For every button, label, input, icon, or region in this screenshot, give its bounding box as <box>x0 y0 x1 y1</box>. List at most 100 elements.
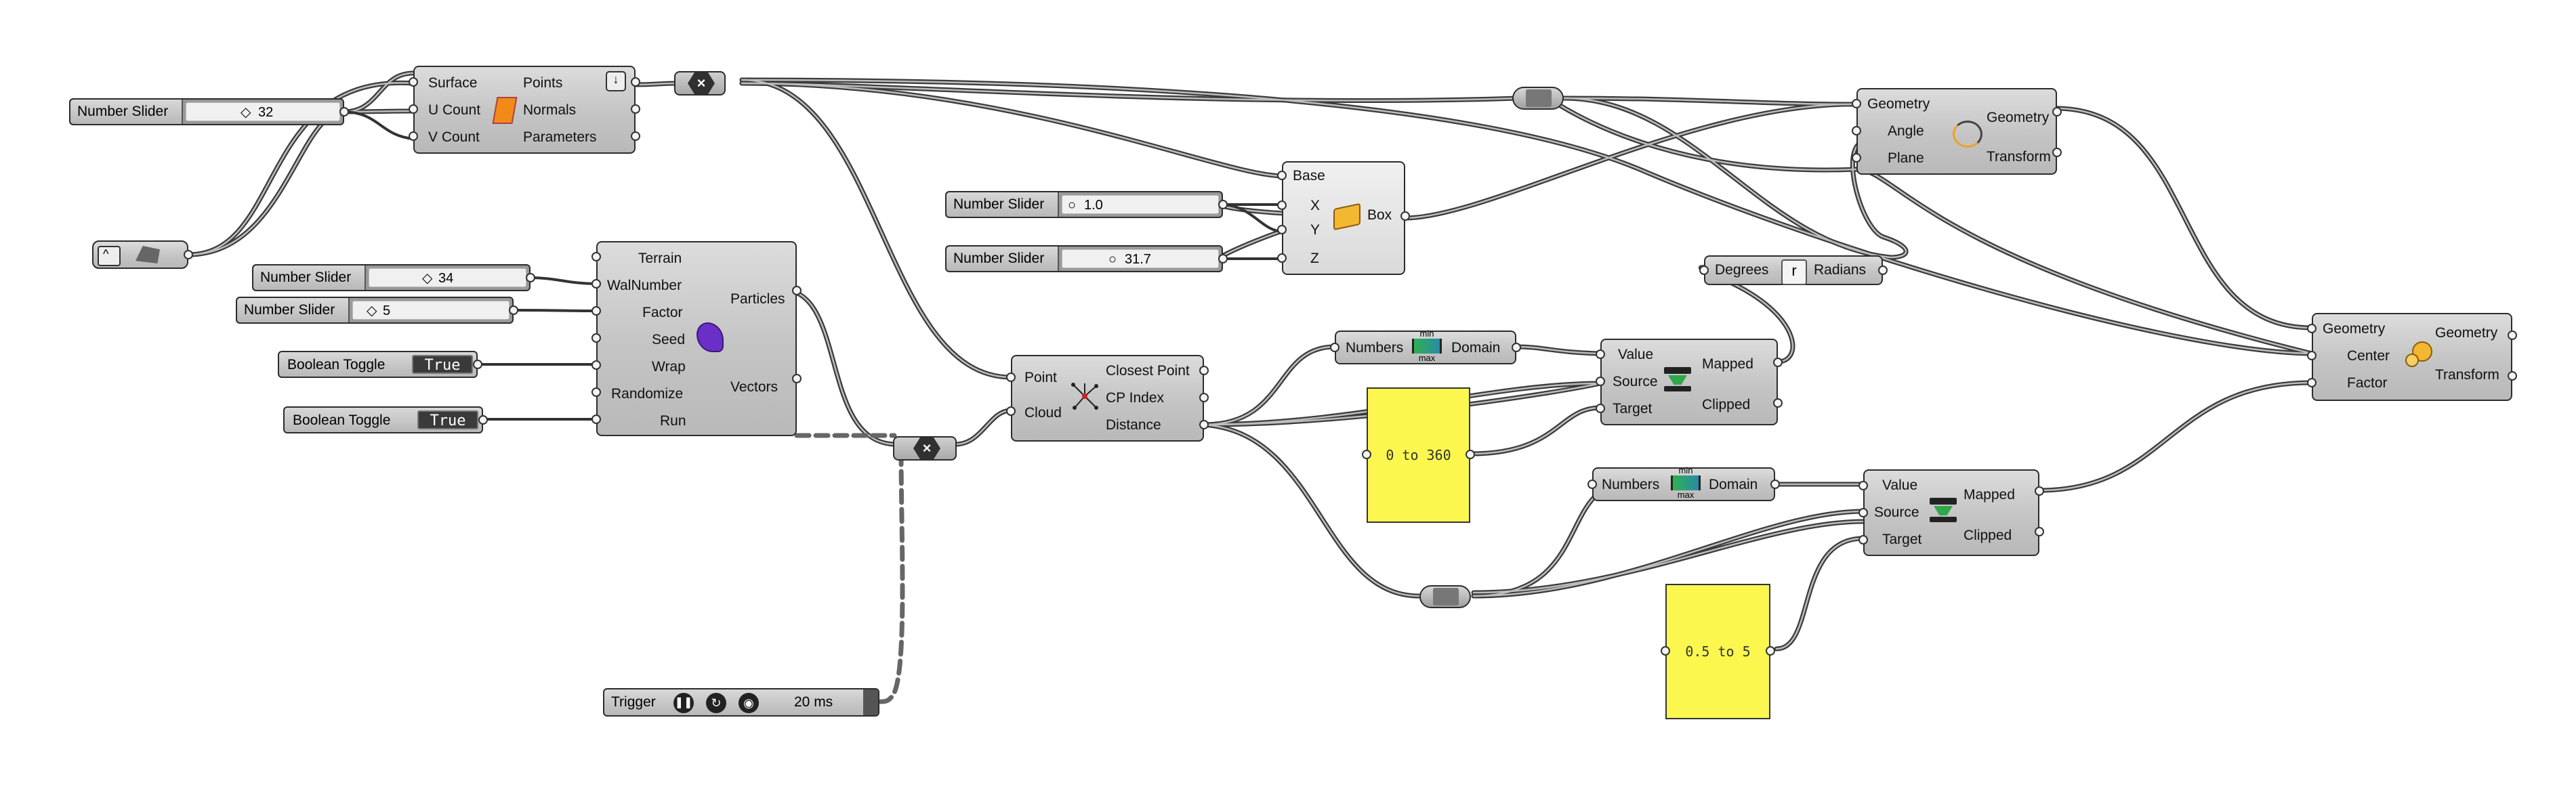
grip[interactable] <box>1773 398 1783 408</box>
grip[interactable] <box>409 104 418 114</box>
scale-component[interactable]: Geometry Center Factor Geometry Transfor… <box>2312 313 2512 401</box>
relay-capsule-bottom[interactable] <box>1419 585 1471 608</box>
grip[interactable] <box>2035 486 2044 496</box>
number-slider-box-z[interactable]: Number Slider ○ 31.7 <box>945 245 1223 272</box>
grip[interactable] <box>339 107 349 116</box>
closest-point-component[interactable]: Point Cloud Closest Point CP Index Dista… <box>1011 355 1204 442</box>
panel-domain-5[interactable]: 0.5 to 5 <box>1665 584 1770 719</box>
radians-component[interactable]: Degrees r Radians <box>1704 255 1883 285</box>
trigger-timer[interactable]: Trigger ❚❚ ↻ ◉ 20 ms <box>603 688 879 717</box>
toggle-value[interactable]: True <box>412 355 473 374</box>
bounds-component-2[interactable]: Numbers min max Domain <box>1592 466 1775 501</box>
boolean-toggle-wrap[interactable]: Boolean Toggle True <box>278 351 478 378</box>
grip[interactable] <box>1858 481 1868 490</box>
grip[interactable] <box>184 250 193 259</box>
grip[interactable] <box>1596 404 1605 413</box>
grip[interactable] <box>2307 324 2317 333</box>
relay-flatten-points[interactable]: × <box>674 71 726 95</box>
grip[interactable] <box>1199 420 1209 429</box>
grip[interactable] <box>2307 378 2317 387</box>
grip[interactable] <box>591 306 601 316</box>
grip[interactable] <box>473 360 482 369</box>
grip[interactable] <box>1852 153 1861 163</box>
grip[interactable] <box>2035 527 2044 536</box>
expand-icon[interactable]: ^ <box>98 246 121 266</box>
grip[interactable] <box>1400 211 1410 221</box>
grip[interactable] <box>2052 148 2062 157</box>
slider-rail[interactable]: ◇ 32 <box>186 102 340 121</box>
grip[interactable] <box>591 414 601 424</box>
grip[interactable] <box>631 131 640 141</box>
divide-surface-component[interactable]: Surface U Count V Count Points Normals P… <box>413 66 636 154</box>
relay-capsule-top[interactable] <box>1512 87 1564 110</box>
grip[interactable] <box>1512 343 1521 352</box>
slider-rail[interactable]: ◇ 5 <box>352 301 510 320</box>
grip[interactable] <box>409 77 418 87</box>
remap-component-1[interactable]: Value Source Target Mapped Clipped <box>1600 339 1778 425</box>
number-slider-factor[interactable]: Number Slider ◇ 5 <box>236 297 514 324</box>
flatten-icon[interactable]: ↓ <box>606 71 626 91</box>
grip[interactable] <box>631 77 640 87</box>
box-component[interactable]: Base X Y Z Box <box>1282 161 1405 275</box>
grip[interactable] <box>2052 107 2062 116</box>
grip[interactable] <box>2508 331 2517 340</box>
number-slider-ucount[interactable]: Number Slider ◇ 32 <box>69 98 344 125</box>
grip[interactable] <box>1699 265 1709 275</box>
grip[interactable] <box>2508 371 2517 381</box>
pause-icon[interactable]: ❚❚ <box>673 693 694 713</box>
grip[interactable] <box>1858 508 1868 517</box>
grip[interactable] <box>1277 171 1287 180</box>
relay-particles[interactable]: × <box>893 436 957 461</box>
grip[interactable] <box>1661 646 1670 656</box>
remap-component-2[interactable]: Value Source Target Mapped Clipped <box>1863 469 2039 556</box>
grip[interactable] <box>1218 254 1228 263</box>
grip[interactable] <box>1277 253 1287 263</box>
slider-rail[interactable]: ◇ 34 <box>369 268 526 287</box>
grip[interactable] <box>1277 225 1287 234</box>
grip[interactable] <box>1330 343 1339 352</box>
grip[interactable] <box>1006 373 1016 382</box>
trigger-grip[interactable] <box>863 689 878 715</box>
bounds-component-1[interactable]: Numbers min max Domain <box>1335 329 1516 364</box>
grip[interactable] <box>1852 99 1861 108</box>
grip[interactable] <box>792 286 802 295</box>
grip[interactable] <box>1199 366 1209 375</box>
grip[interactable] <box>591 360 601 370</box>
panel-domain-360[interactable]: 0 to 360 <box>1367 387 1470 523</box>
grip[interactable] <box>591 387 601 397</box>
grip[interactable] <box>1277 200 1287 210</box>
grip[interactable] <box>1770 480 1780 489</box>
record-icon[interactable]: ◉ <box>739 693 759 713</box>
grip[interactable] <box>631 104 640 114</box>
grip[interactable] <box>1596 349 1605 359</box>
grip[interactable] <box>1878 265 1888 275</box>
grip[interactable] <box>591 333 601 343</box>
grip[interactable] <box>1362 450 1371 459</box>
grip[interactable] <box>1006 406 1016 416</box>
boolean-toggle-run[interactable]: Boolean Toggle True <box>283 406 483 433</box>
toggle-value[interactable]: True <box>417 410 478 429</box>
grip[interactable] <box>1858 535 1868 545</box>
grip[interactable] <box>591 252 601 261</box>
grip[interactable] <box>526 273 535 282</box>
reset-icon[interactable]: ↻ <box>706 693 726 713</box>
grip[interactable] <box>409 131 418 141</box>
grip[interactable] <box>478 415 488 425</box>
grip[interactable] <box>1199 393 1209 402</box>
grip[interactable] <box>591 279 601 289</box>
grip[interactable] <box>1218 200 1228 209</box>
slider-rail[interactable]: ○ 31.7 <box>1062 249 1219 268</box>
grip[interactable] <box>1852 126 1861 135</box>
number-slider-box-x[interactable]: Number Slider ○ 1.0 <box>945 191 1223 218</box>
surface-param[interactable]: ^ <box>92 240 188 269</box>
grip[interactable] <box>2307 351 2317 360</box>
rotate-component[interactable]: Geometry Angle Plane Geometry Transform <box>1856 88 2057 175</box>
grip[interactable] <box>792 374 802 383</box>
grip[interactable] <box>1773 358 1783 367</box>
grip[interactable] <box>1587 480 1597 489</box>
grip[interactable] <box>509 305 518 315</box>
walker-component[interactable]: Terrain WalNumber Factor Seed Wrap Rando… <box>596 241 797 436</box>
grip[interactable] <box>1466 450 1475 459</box>
slider-rail[interactable]: ○ 1.0 <box>1062 195 1219 214</box>
number-slider-walknumber[interactable]: Number Slider ◇ 34 <box>252 264 531 291</box>
